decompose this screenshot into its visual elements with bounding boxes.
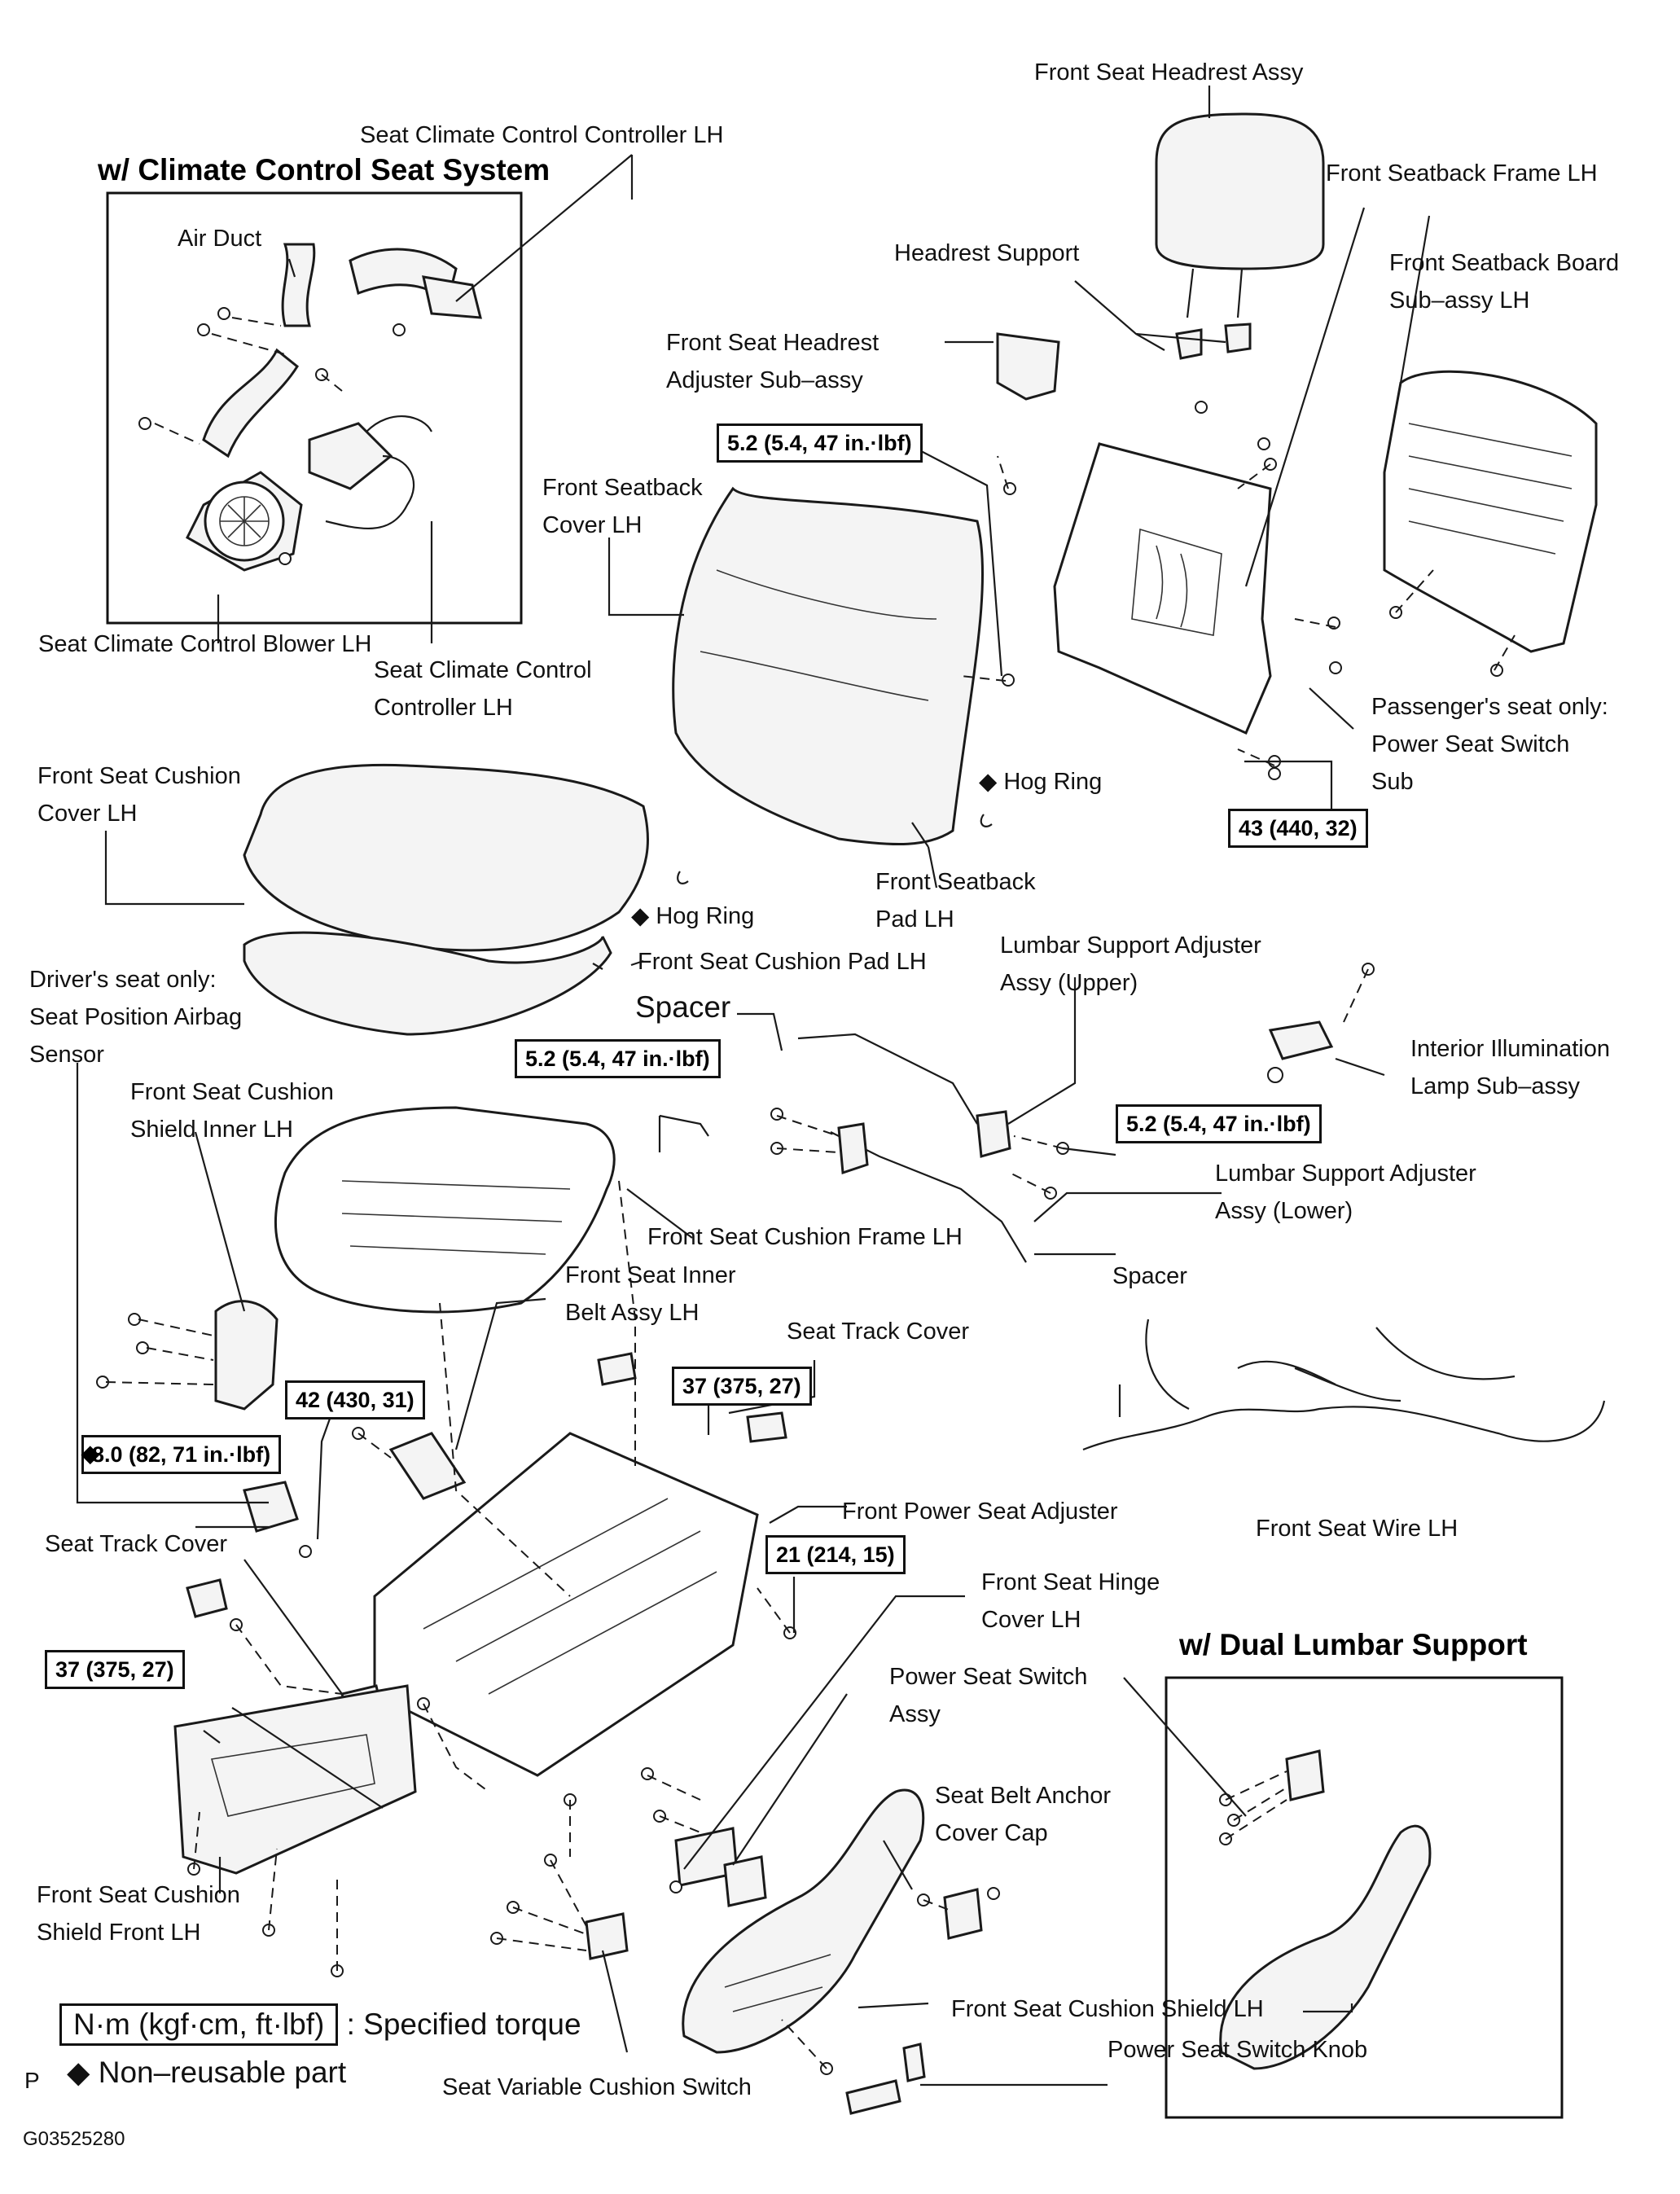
- torque-lumbar-right: 5.2 (5.4, 47 in.·lbf): [1116, 1104, 1322, 1143]
- label-air-duct: Air Duct: [178, 226, 262, 252]
- label-hog-ring-upper: ◆ Hog Ring: [979, 769, 1103, 795]
- torque-inner-belt: 42 (430, 31): [285, 1380, 425, 1420]
- seat-track-cover-lower-drawing: [186, 1578, 228, 1618]
- shield-lh-drawing: [682, 1788, 925, 2054]
- legend-torque-row: N·m (kgf·cm, ft·lbf) : Specified torque: [59, 2003, 581, 2046]
- label-front-seat-cushion-cover: Front Seat Cushion Cover LH: [37, 763, 241, 827]
- cushion-cover-drawing: [243, 763, 650, 952]
- dual-lumbar-shield-drawing: [1219, 1824, 1432, 2070]
- label-front-seat-cushion-shield-lh: Front Seat Cushion Shield LH: [951, 1996, 1264, 2022]
- label-seat-track-cover-lower: Seat Track Cover: [45, 1531, 228, 1557]
- label-passenger-seat-only: Passenger's seat only: Power Seat Switch…: [1371, 694, 1608, 795]
- climate-controller-drawing: [308, 275, 482, 529]
- air-duct-drawing: [202, 243, 458, 459]
- seatback-board-drawing: [1383, 370, 1598, 653]
- label-front-seat-headrest-assy: Front Seat Headrest Assy: [1034, 59, 1304, 86]
- torque-seat-track-upper: 37 (375, 27): [672, 1367, 812, 1406]
- leader-lines: [76, 86, 1431, 2086]
- torque-seat-track-lower: 37 (375, 27): [45, 1650, 185, 1689]
- seat-track-cover-upper-drawing: [597, 1352, 637, 1386]
- dual-lumbar-heading: w/ Dual Lumbar Support: [1179, 1628, 1528, 1661]
- label-front-seatback-board: Front Seatback Board Sub–assy LH: [1389, 250, 1620, 314]
- label-spacer-lower: Spacer: [1112, 1263, 1187, 1289]
- label-lumbar-support-lower: Lumbar Support Adjuster Assy (Lower): [1215, 1161, 1476, 1224]
- shield-inner-drawing: [214, 1300, 279, 1411]
- label-seat-variable-cushion-switch: Seat Variable Cushion Switch: [442, 2074, 752, 2100]
- dual-lumbar-inset-frame: [1165, 1676, 1564, 2119]
- dashed-assembly-lines: [105, 317, 1516, 2069]
- label-seat-climate-control-controller-bottom: Seat Climate Control Controller LH: [374, 657, 592, 721]
- hog-ring-upper-drawing: [980, 814, 993, 827]
- headrest-adjuster-drawing: [996, 332, 1060, 401]
- lumbar-adjuster-drawing: [797, 1033, 1027, 1263]
- label-seat-track-cover-upper: Seat Track Cover: [787, 1319, 970, 1345]
- figure-code: G03525280: [23, 2128, 125, 2150]
- legend-torque-unit: N·m (kgf·cm, ft·lbf): [59, 2003, 339, 2046]
- label-drivers-seat-only: Driver's seat only: Seat Position Airbag…: [29, 967, 243, 1068]
- legend-p-mark: P: [24, 2068, 40, 2093]
- inner-belt-drawing: [388, 1432, 467, 1500]
- torque-seatback-frame: 43 (440, 32): [1228, 809, 1368, 848]
- torque-power-adjuster: 21 (214, 15): [765, 1535, 906, 1574]
- label-front-seat-headrest-adjuster: Front Seat Headrest Adjuster Sub–assy: [666, 330, 879, 393]
- label-front-seat-wire: Front Seat Wire LH: [1256, 1516, 1458, 1542]
- anchor-cover-cap-drawing: [943, 1888, 983, 1940]
- label-interior-illumination: Interior Illumination Lamp Sub–assy: [1410, 1036, 1610, 1099]
- seatback-cover-drawing: [672, 486, 985, 846]
- label-seat-belt-anchor-cover-cap: Seat Belt Anchor Cover Cap: [935, 1783, 1112, 1846]
- seatback-frame-drawing: [1053, 442, 1272, 735]
- shield-front-drawing: [173, 1684, 417, 1875]
- label-front-seat-cushion-shield-inner: Front Seat Cushion Shield Inner LH: [130, 1079, 334, 1143]
- label-front-power-seat-adjuster: Front Power Seat Adjuster: [842, 1499, 1118, 1525]
- climate-control-inset-frame: [106, 191, 523, 625]
- label-front-seatback-frame-lh: Front Seatback Frame LH: [1326, 160, 1598, 186]
- label-headrest-support: Headrest Support: [894, 240, 1080, 266]
- label-front-seatback-cover-lh: Front Seatback Cover LH: [542, 475, 703, 538]
- label-front-seat-inner-belt: Front Seat Inner Belt Assy LH: [565, 1262, 736, 1326]
- label-front-seatback-pad: Front Seatback Pad LH: [875, 869, 1036, 932]
- torque-headrest-adjuster: 5.2 (5.4, 47 in.·lbf): [717, 423, 923, 463]
- illumination-lamp-drawing: [1268, 1020, 1334, 1060]
- switch-knob-drawing: [845, 2079, 901, 2115]
- seat-wire-drawing: [1082, 1319, 1606, 1451]
- power-seat-switch-drawing: [723, 1855, 767, 1907]
- label-front-seat-hinge-cover: Front Seat Hinge Cover LH: [981, 1569, 1160, 1633]
- variable-cushion-switch-drawing: [585, 1912, 629, 1960]
- cushion-pad-drawing: [243, 931, 612, 1036]
- seat-track-cover-upper-drawing-2: [746, 1411, 787, 1443]
- label-front-seat-cushion-pad: Front Seat Cushion Pad LH: [638, 949, 927, 975]
- legend-non-reusable: ◆ Non–reusable part: [67, 2056, 347, 2089]
- legend-torque-desc: : Specified torque: [346, 2008, 581, 2041]
- label-seat-climate-control-controller-top: Seat Climate Control Controller LH: [360, 122, 724, 148]
- torque-lumbar-left: 5.2 (5.4, 47 in.·lbf): [515, 1039, 721, 1078]
- airbag-sensor-drawing: [243, 1481, 299, 1533]
- headrest-drawing: [1155, 112, 1325, 360]
- torque-airbag-sensor: 8.0 (82, 71 in.·lbf): [81, 1435, 282, 1474]
- label-spacer-upper: Spacer: [635, 990, 731, 1024]
- non-reusable-diamond-marker: ◆: [81, 1441, 99, 1466]
- label-hog-ring-lower: ◆ Hog Ring: [631, 903, 755, 929]
- hog-ring-lower-drawing: [677, 871, 689, 884]
- label-power-seat-switch-assy: Power Seat Switch Assy: [889, 1664, 1088, 1727]
- climate-blower-drawing: [186, 471, 303, 572]
- label-front-seat-cushion-shield-front: Front Seat Cushion Shield Front LH: [37, 1882, 240, 1946]
- label-lumbar-support-upper: Lumbar Support Adjuster Assy (Upper): [1000, 932, 1261, 996]
- label-power-seat-switch-knob: Power Seat Switch Knob: [1108, 2037, 1368, 2063]
- cushion-frame-drawing: [274, 1106, 616, 1314]
- climate-control-heading: w/ Climate Control Seat System: [98, 153, 550, 186]
- label-front-seat-cushion-frame: Front Seat Cushion Frame LH: [647, 1224, 963, 1250]
- label-seat-climate-control-blower: Seat Climate Control Blower LH: [38, 631, 372, 657]
